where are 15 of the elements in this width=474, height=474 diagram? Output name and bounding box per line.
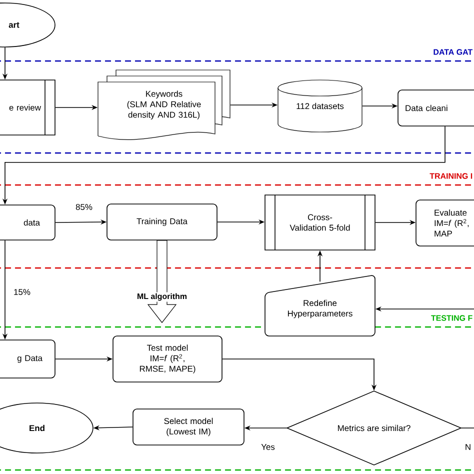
process-box: Training Data xyxy=(106,204,218,240)
database-cylinder: 112 datasets xyxy=(278,80,362,132)
process-box: e review xyxy=(0,80,56,136)
edge-label: 15% xyxy=(14,289,30,295)
edge-label: Yes xyxy=(261,444,275,450)
process-box: g Data xyxy=(0,340,56,378)
process-box: data xyxy=(0,204,56,240)
process-box: Cross-Validation 5-fold xyxy=(264,194,376,250)
edge-label: 85% xyxy=(76,204,92,210)
block-arrow xyxy=(147,240,177,324)
edge-label: N xyxy=(466,444,470,450)
process-box: Evaluate IM=f (R$^{2}$, MAP xyxy=(416,200,474,246)
process-box: Select model (Lowest IM) xyxy=(132,408,244,446)
process-box: Test model IM=f (R$^{2}$, RMSE, MAPE) xyxy=(112,336,222,382)
process-box: Data cleani xyxy=(398,90,474,126)
